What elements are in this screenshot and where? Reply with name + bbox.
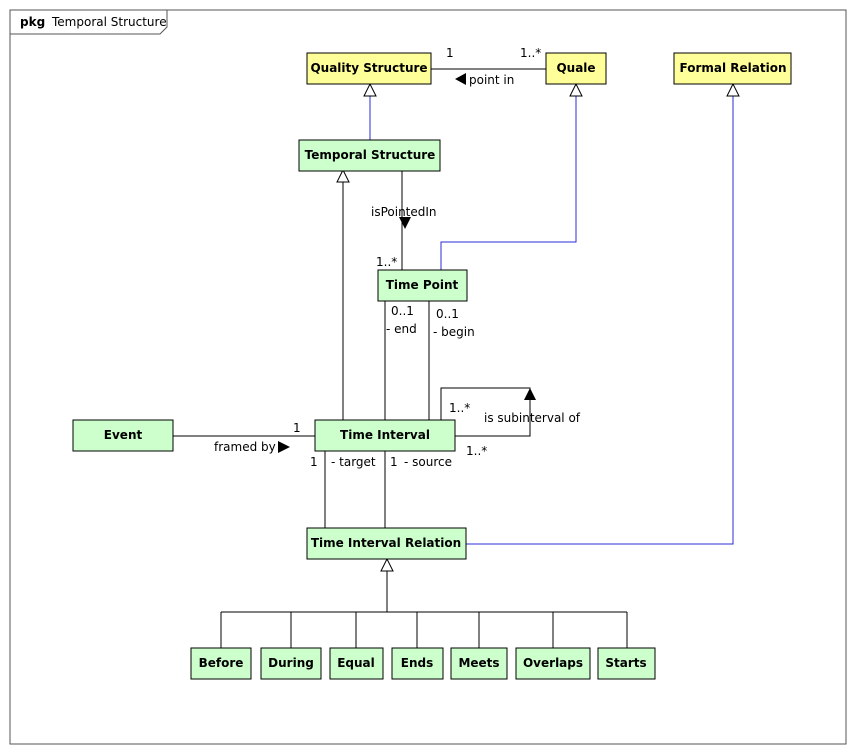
class-starts-name: Starts	[605, 656, 646, 670]
class-time-point[interactable]: Time Point	[377, 269, 468, 302]
package-frame-tab	[10, 10, 168, 35]
class-quality-structure-name: Quality Structure	[310, 61, 427, 75]
class-quality-structure[interactable]: Quality Structure	[306, 52, 432, 85]
point-in-mult-right: 1..*	[520, 46, 541, 60]
generalization-arrow-quale	[569, 82, 583, 97]
class-time-interval-name: Time Interval	[340, 428, 430, 442]
subinterval-bottom-mult: 1..*	[466, 444, 487, 458]
class-temporal-structure[interactable]: Temporal Structure	[298, 139, 441, 172]
class-temporal-structure-name: Temporal Structure	[305, 148, 436, 162]
target-role: - target	[331, 455, 376, 469]
generalization-arrow-time-interval-relation	[380, 557, 394, 572]
class-before[interactable]: Before	[190, 647, 252, 680]
class-during-name: During	[268, 656, 314, 670]
subinterval-label: is subinterval of	[484, 411, 581, 425]
source-mult: 1	[390, 455, 398, 469]
source-role: - source	[404, 455, 452, 469]
framed-by-direction-arrow	[278, 441, 290, 453]
class-event[interactable]: Event	[72, 419, 174, 452]
point-in-mult-left: 1	[446, 46, 454, 60]
class-starts[interactable]: Starts	[597, 647, 656, 680]
time-point-generalization-line	[440, 96, 577, 270]
framed-by-mult: 1	[293, 421, 301, 435]
framed-by-label: framed by	[214, 440, 276, 454]
begin-mult: 0..1	[436, 307, 459, 321]
package-name: Temporal Structure	[51, 15, 167, 29]
class-ends-name: Ends	[401, 656, 433, 670]
end-mult: 0..1	[391, 304, 414, 318]
generalization-arrow-temporal-structure	[336, 168, 350, 183]
begin-role: - begin	[433, 325, 475, 339]
time-interval-relation-generalization-line	[466, 96, 734, 545]
package-title: pkg Temporal Structure	[20, 15, 167, 29]
package-keyword: pkg	[20, 15, 45, 29]
class-during[interactable]: During	[260, 647, 322, 680]
class-before-name: Before	[199, 656, 244, 670]
end-role: - end	[386, 322, 417, 336]
class-meets-name: Meets	[458, 656, 499, 670]
is-pointed-in-label: isPointedIn	[371, 205, 437, 219]
class-time-point-name: Time Point	[386, 278, 459, 292]
class-time-interval-relation[interactable]: Time Interval Relation	[306, 527, 467, 560]
class-equal-name: Equal	[337, 656, 375, 670]
class-time-interval-relation-name: Time Interval Relation	[311, 536, 461, 550]
class-ends[interactable]: Ends	[391, 647, 444, 680]
generalization-arrow-formal-relation	[726, 82, 740, 97]
subinterval-top-mult: 1..*	[449, 401, 470, 415]
class-formal-relation-name: Formal Relation	[680, 61, 787, 75]
class-time-interval[interactable]: Time Interval	[314, 419, 456, 452]
class-quale[interactable]: Quale	[545, 52, 607, 85]
target-mult: 1	[310, 455, 318, 469]
subinterval-direction-arrow	[524, 388, 536, 400]
is-pointed-in-direction-arrow	[399, 217, 411, 229]
class-meets[interactable]: Meets	[450, 647, 508, 680]
package-frame	[9, 9, 847, 745]
class-formal-relation[interactable]: Formal Relation	[673, 52, 792, 85]
class-equal[interactable]: Equal	[329, 647, 384, 680]
class-overlaps-name: Overlaps	[523, 656, 583, 670]
class-overlaps[interactable]: Overlaps	[515, 647, 591, 680]
class-event-name: Event	[104, 428, 143, 442]
generalization-arrow-quality-structure	[363, 82, 377, 97]
point-in-label: point in	[469, 73, 514, 87]
class-quale-name: Quale	[556, 61, 595, 75]
time-point-mult: 1..*	[376, 255, 397, 269]
point-in-direction-arrow	[455, 73, 466, 85]
